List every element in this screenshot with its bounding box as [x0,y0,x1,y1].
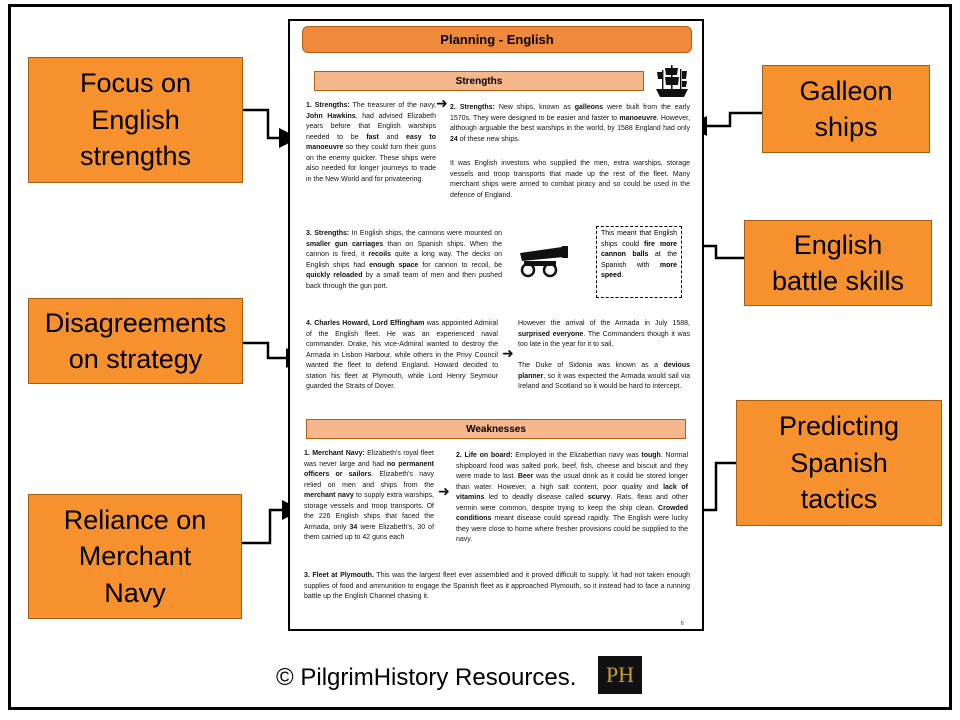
pilgrim-history-logo: PH [598,656,642,694]
arrow-right-icon: ➜ [502,345,514,361]
callout-reliance-on-merchant-navy: Reliance on Merchant Navy [28,494,242,619]
strength-3-text: 3. Strengths: In English ships, the cann… [306,230,502,290]
weakness-1-text: 1. Merchant Navy: Elizabeth's royal flee… [304,450,435,541]
battle-skills-note: This meant that English ships could fire… [596,226,682,298]
armada-arrival-text: However the arrival of the Armada in Jul… [518,320,690,348]
strength-2-text: 2. Strengths: New ships, known as galleo… [450,104,691,143]
cannon-icon [520,246,568,278]
callout-disagreements-on-strategy: Disagreements on strategy [28,298,243,384]
callout-focus-english-strengths: Focus on English strengths [28,57,243,183]
weakness-3-text: 3. Fleet at Plymouth. This was the large… [304,572,690,600]
copyright-footer: © PilgrimHistory Resources. [276,664,577,691]
slide-frame [8,4,952,710]
connector-galleon [687,111,762,136]
strengths-heading: Strengths [314,71,644,91]
arrow-right-icon: ➜ [438,483,450,499]
page-number: 6 [680,621,684,627]
galleon-ship-icon [656,65,688,97]
sidonia-text: The Duke of Sidonia was known as a devio… [518,362,690,390]
worksheet-page: Planning - English Strengths 1. Strength… [288,19,704,631]
weakness-2-text: 2. Life on board: Employed in the Elizab… [456,452,688,543]
callout-english-battle-skills: English battle skills [744,220,932,306]
connector-focus [243,108,299,148]
strength-1-text: 1. Strengths: The treasurer of the navy,… [306,102,436,183]
connector-disagreements [243,341,306,368]
arrow-right-icon: ➜ [436,95,448,111]
callout-predicting-spanish-tactics: Predicting Spanish tactics [736,400,942,526]
strength-2-investors-text: It was English investors who supplied th… [450,160,690,199]
callout-galleon-ships: Galleon ships [762,65,930,153]
worksheet-title: Planning - English [302,26,692,53]
weaknesses-heading: Weaknesses [306,419,686,439]
strength-4-text: 4. Charles Howard, Lord Effingham was ap… [306,320,498,390]
connector-reliance [242,500,302,545]
